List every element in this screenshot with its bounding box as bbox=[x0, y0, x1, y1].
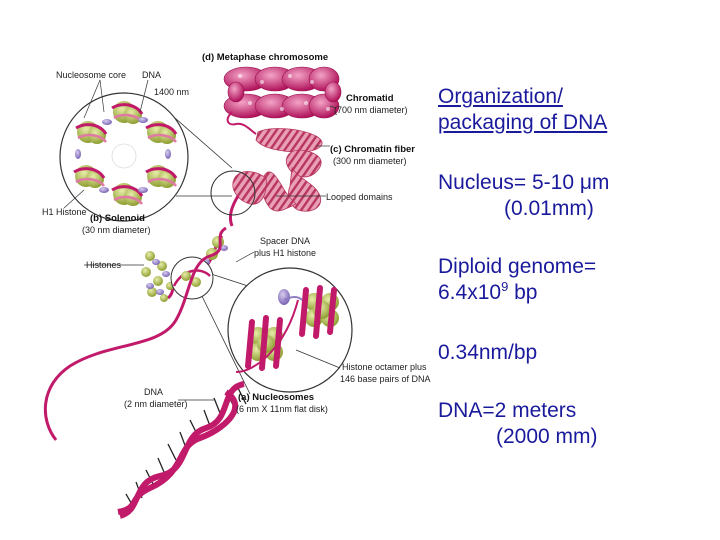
genome-size-line2: 6.4x109 bp bbox=[438, 280, 708, 306]
panel-title-line1: Organization/ bbox=[438, 85, 563, 108]
text-panel: Organization/ packaging of DNA Nucleus= … bbox=[438, 84, 708, 450]
label-chromatid-sub: (700 nm diameter) bbox=[334, 105, 408, 115]
label-solenoid-sub: (30 nm diameter) bbox=[82, 225, 151, 235]
leader-lines bbox=[63, 79, 341, 401]
label-dna-bottom-sub: (2 nm diameter) bbox=[124, 399, 188, 409]
genome-unit: bp bbox=[508, 281, 538, 304]
label-chromatin-fiber: (c) Chromatin fiber bbox=[330, 144, 415, 155]
metaphase-chromosome bbox=[223, 66, 342, 135]
label-nucleosome-core: Nucleosome core bbox=[56, 70, 126, 80]
nucleus-size-line2: (0.01mm) bbox=[504, 197, 594, 220]
genome-size: Diploid genome= 6.4x109 bp bbox=[438, 254, 708, 306]
dna-strand bbox=[43, 226, 227, 441]
label-metaphase: (d) Metaphase chromosome bbox=[202, 52, 328, 63]
dna-length-line2: (2000 mm) bbox=[496, 425, 598, 448]
label-looped-domains: Looped domains bbox=[326, 192, 393, 202]
genome-base: 6.4x10 bbox=[438, 281, 502, 304]
label-octamer: Histone octamer plus bbox=[342, 362, 427, 372]
label-nucleosomes: (a) Nucleosomes bbox=[238, 392, 314, 403]
label-spacer-h1: plus H1 histone bbox=[254, 248, 316, 258]
label-spacer-dna: Spacer DNA bbox=[260, 236, 310, 246]
nucleosome-circle bbox=[227, 267, 353, 393]
label-dna-bottom: DNA bbox=[144, 387, 163, 397]
panel-title-line2: packaging of DNA bbox=[438, 111, 608, 134]
looped-zoom-circle bbox=[210, 170, 256, 216]
label-dna-top: DNA bbox=[142, 70, 161, 80]
free-histones bbox=[141, 251, 174, 302]
label-chromatid: Chromatid bbox=[346, 93, 394, 104]
bp-spacing: 0.34nm/bp bbox=[438, 341, 538, 364]
label-histones: Histones bbox=[86, 260, 122, 270]
double-helix bbox=[117, 381, 247, 519]
genome-size-line1: Diploid genome= bbox=[438, 255, 597, 278]
label-solenoid: (b) Solenoid bbox=[90, 213, 145, 224]
nucleus-size-line1: Nucleus= 5-10 μm bbox=[438, 171, 610, 194]
dna-length: DNA=2 meters (2000 mm) bbox=[438, 398, 708, 450]
panel-title: Organization/ packaging of DNA bbox=[438, 84, 708, 136]
chromatin-fiber bbox=[228, 128, 323, 227]
label-chromatin-sub: (300 nm diameter) bbox=[333, 156, 407, 166]
label-h1-histone: H1 Histone bbox=[42, 207, 87, 217]
label-nucleosomes-sub: (6 nm X 11nm flat disk) bbox=[236, 404, 328, 414]
genome-exponent: 9 bbox=[501, 279, 509, 294]
label-1400nm: 1400 nm bbox=[154, 87, 189, 97]
label-octamer-bp: 146 base pairs of DNA bbox=[340, 374, 431, 384]
solenoid-circle bbox=[59, 92, 189, 222]
dna-length-line1: DNA=2 meters bbox=[438, 399, 577, 422]
nucleus-size: Nucleus= 5-10 μm (0.01mm) bbox=[438, 170, 708, 222]
